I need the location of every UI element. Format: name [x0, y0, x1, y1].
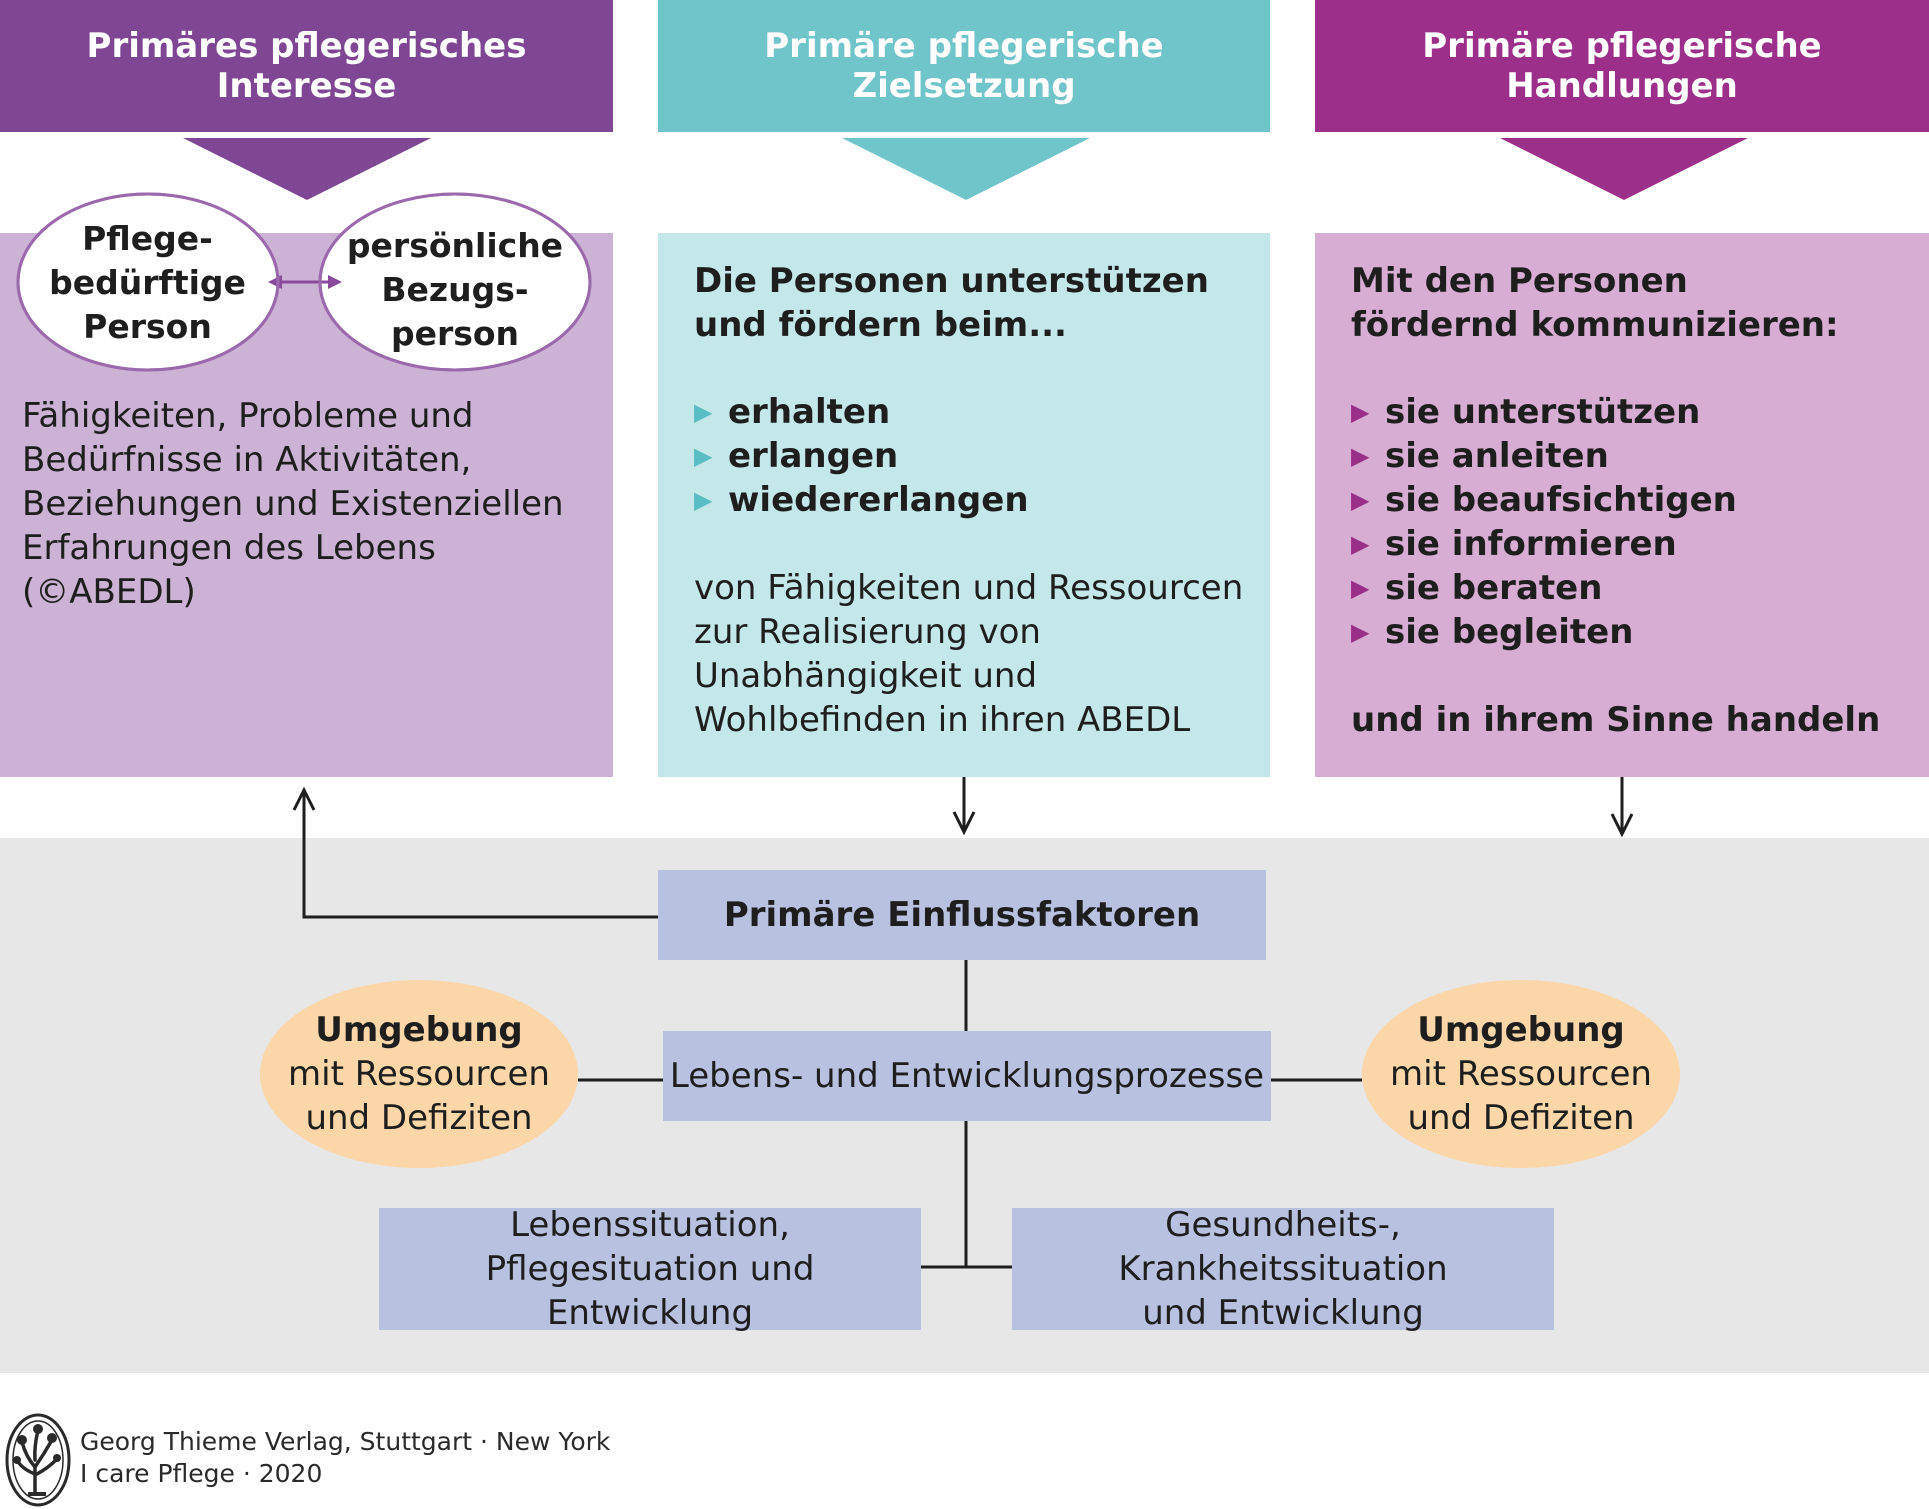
goal-outro: von Fähigkeiten und Ressourcen zur Reali… — [694, 568, 1244, 740]
arrow-down-from-goal — [952, 777, 976, 836]
body-goal — [658, 233, 1270, 777]
triangle-right-icon: ▶ — [694, 442, 713, 470]
person-right-label: persönliche Bezugs- person — [346, 226, 564, 353]
footer-book: I care Pflege · 2020 — [80, 1459, 323, 1488]
actions-list: ▶sie unterstützen ▶sie anleiten ▶sie bea… — [1351, 390, 1891, 654]
situation-right: Gesundheits-, Krankheitssituation und En… — [1012, 1205, 1554, 1333]
list-item: ▶wiedererlangen — [694, 480, 1029, 520]
triangle-right-icon: ▶ — [1351, 530, 1370, 558]
header-interest: Primäres pflegerisches Interesse — [0, 0, 613, 132]
footer-publisher: Georg Thieme Verlag, Stuttgart · New Yor… — [80, 1427, 611, 1456]
arrow-down-from-actions — [1610, 777, 1634, 838]
situation-left: Lebenssituation, Pflegesituation und Ent… — [379, 1205, 921, 1333]
triangle-right-icon: ▶ — [694, 486, 713, 514]
actions-outro: und in ihrem Sinne handeln — [1351, 700, 1881, 740]
person-left-label: Pflege- bedürftige Person — [49, 219, 246, 346]
thieme-tree-logo — [5, 1413, 71, 1507]
header-goal: Primäre pflegerische Zielsetzung — [658, 0, 1270, 132]
environment-left: Umgebung mit Ressourcen und Defiziten — [260, 980, 578, 1168]
triangle-right-icon: ▶ — [1351, 398, 1370, 426]
influence-title: Primäre Einflussfaktoren — [658, 870, 1266, 960]
list-item: ▶sie beraten — [1351, 568, 1603, 608]
arrow-down-actions — [1500, 138, 1748, 200]
environment-right-text: mit Ressourcen und Defiziten — [1390, 1054, 1652, 1138]
triangle-right-icon: ▶ — [1351, 442, 1370, 470]
environment-right: Umgebung mit Ressourcen und Defiziten — [1362, 980, 1680, 1168]
goal-intro: Die Personen unterstützen und fördern be… — [694, 261, 1209, 345]
goal-list: ▶erhalten ▶erlangen ▶wiedererlangen — [694, 390, 1234, 522]
list-item: ▶erhalten — [694, 392, 891, 432]
persons-venn-overlay — [16, 192, 592, 372]
body-actions — [1315, 233, 1929, 777]
arrow-down-goal — [842, 138, 1090, 200]
list-item: ▶sie anleiten — [1351, 436, 1609, 476]
list-item: ▶erlangen — [694, 436, 899, 476]
list-item: ▶sie unterstützen — [1351, 392, 1701, 432]
triangle-right-icon: ▶ — [1351, 574, 1370, 602]
arrow-up-to-interest — [292, 786, 658, 919]
list-item: ▶sie informieren — [1351, 524, 1677, 564]
interest-description: Fähigkeiten, Probleme und Bedürfnisse in… — [22, 396, 564, 612]
environment-right-title: Umgebung — [1417, 1010, 1625, 1050]
environment-left-title: Umgebung — [315, 1010, 523, 1050]
triangle-right-icon: ▶ — [1351, 486, 1370, 514]
triangle-right-icon: ▶ — [694, 398, 713, 426]
actions-intro: Mit den Personen fördernd kommunizieren: — [1351, 261, 1839, 345]
header-actions: Primäre pflegerische Handlungen — [1315, 0, 1929, 132]
list-item: ▶sie beaufsichtigen — [1351, 480, 1737, 520]
triangle-right-icon: ▶ — [1351, 618, 1370, 646]
process-box: Lebens- und Entwicklungsprozesse — [663, 1031, 1271, 1121]
list-item: ▶sie begleiten — [1351, 612, 1634, 652]
arrow-down-interest — [183, 138, 431, 200]
environment-left-text: mit Ressourcen und Defiziten — [288, 1054, 550, 1138]
